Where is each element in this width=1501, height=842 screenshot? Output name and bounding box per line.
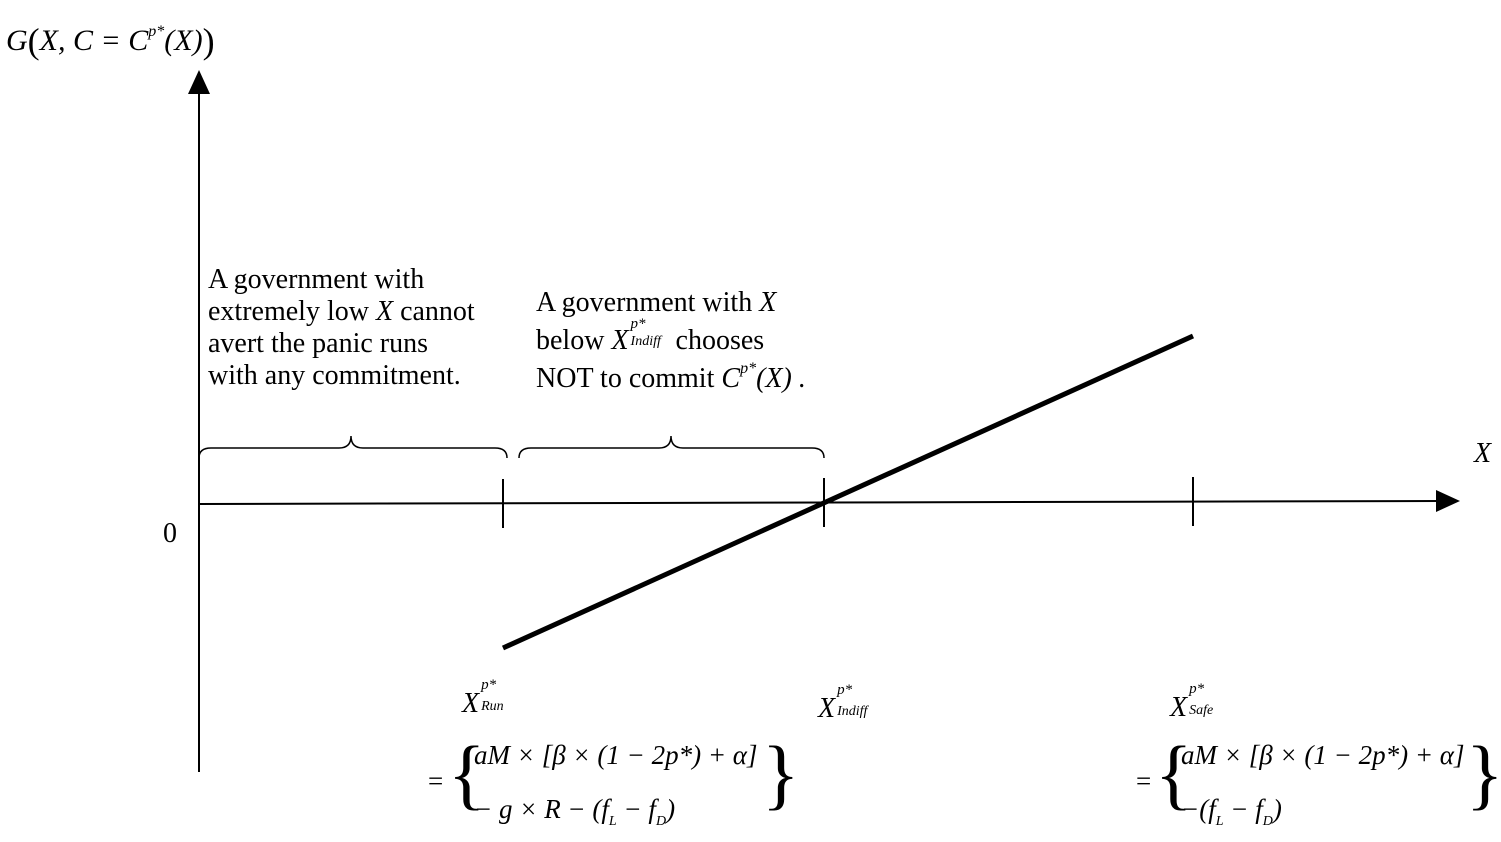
y-axis-label: G(X, C = Cp*(X)): [6, 20, 215, 59]
annotation-mid-line1: A government with X: [536, 287, 777, 318]
y-axis-label-x: X: [39, 24, 58, 57]
y-axis-label-close-paren: ): [202, 21, 215, 61]
x-safe-left-brace: {: [1155, 730, 1193, 817]
g-function-line: [501, 333, 1195, 651]
brace-extremely-low-x: [198, 435, 508, 459]
x-run-formula-row1: aM × [β × (1 − 2p*) + α]: [474, 740, 758, 770]
origin-label: 0: [163, 518, 177, 549]
y-axis-label-arg: (X): [164, 24, 203, 57]
annotation-mid-line3: NOT to commit Cp*(X) .: [536, 360, 806, 394]
x-run-formula-equals: =: [428, 766, 444, 796]
annotation-left-line1: A government with: [208, 264, 425, 295]
x-run-left-brace: {: [448, 730, 486, 817]
x-axis-arrowhead: [1436, 490, 1460, 512]
x-run-right-brace: }: [762, 730, 800, 817]
y-axis-label-sup: p*: [148, 23, 165, 40]
x-safe-formula-row1: aM × [β × (1 − 2p*) + α]: [1181, 740, 1465, 770]
annotation-left-line2: extremely low X cannot: [208, 296, 475, 327]
x-run-formula-row2: − g × R − (fL − fD): [474, 794, 676, 829]
brace-below-x-indiff: [518, 435, 825, 459]
y-axis-arrowhead: [188, 70, 210, 94]
annotation-left-line3: avert the panic runs: [208, 328, 429, 359]
x-safe-right-brace: }: [1466, 730, 1501, 817]
y-axis-label-c-eq: , C = C: [58, 24, 149, 57]
y-axis-label-open-paren: (: [27, 21, 40, 61]
x-axis-label: X: [1474, 438, 1492, 469]
x-safe-formula-equals: =: [1136, 766, 1152, 796]
y-axis-label-g: G: [6, 24, 28, 57]
annotation-extremely-low-x: A government with extremely low X cannot…: [208, 264, 475, 392]
x-safe-formula-row2: −(fL − fD): [1181, 794, 1282, 829]
annotation-left-line4: with any commitment.: [208, 360, 461, 391]
